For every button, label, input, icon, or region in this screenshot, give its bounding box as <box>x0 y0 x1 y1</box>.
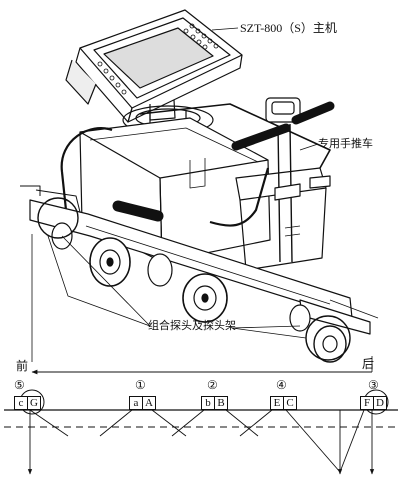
host-device <box>65 9 243 123</box>
probes-label: 组合探头及探头架 <box>148 319 236 332</box>
probe-box: B <box>214 396 228 410</box>
group-number-2: ② <box>207 378 218 392</box>
group-number-4: ④ <box>276 378 287 392</box>
probe-box: F <box>360 396 374 410</box>
group-number-5: ⑤ <box>14 378 25 392</box>
probe-box: c <box>14 396 28 410</box>
rear-label: 后 <box>362 357 375 371</box>
probe-box: E <box>270 396 284 410</box>
wheels <box>51 222 347 363</box>
probe-box: G <box>27 396 41 410</box>
probe-box: b <box>201 396 215 410</box>
cart-label: 专用手推车 <box>318 137 373 150</box>
beam-lines <box>29 409 365 473</box>
probe-box: a <box>129 396 143 410</box>
front-label: 前 <box>16 359 29 373</box>
front-probe-circle <box>37 197 79 239</box>
group-number-1: ① <box>135 378 146 392</box>
probe-box: A <box>142 396 156 410</box>
probe-box: C <box>283 396 297 410</box>
host-label: SZT-800（S）主机 <box>240 21 337 35</box>
probe-box: D <box>373 396 387 410</box>
group-number-3: ③ <box>368 378 379 392</box>
push-handle <box>231 97 335 263</box>
